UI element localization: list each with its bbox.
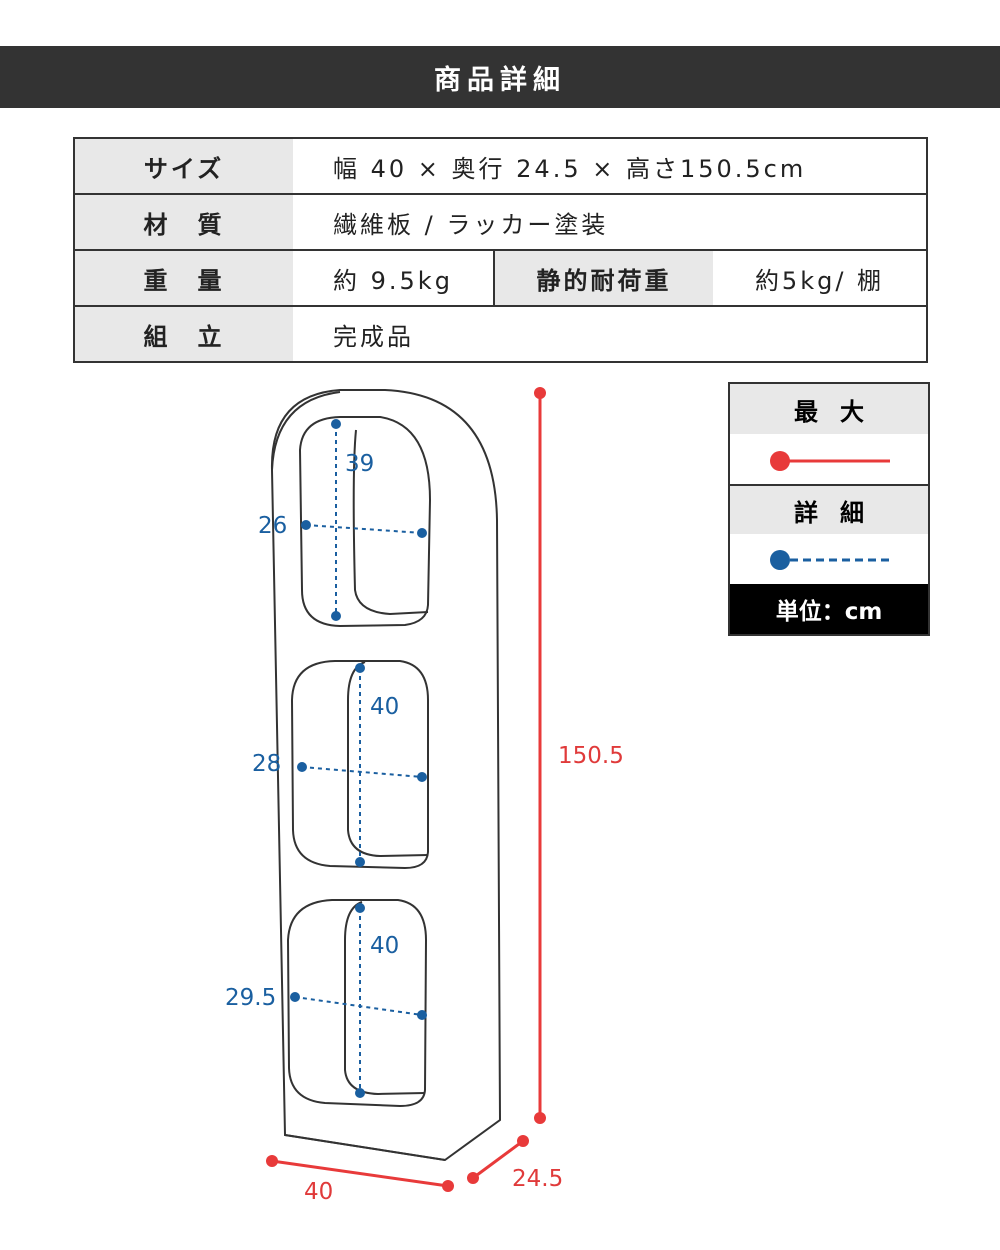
shelf3-width-label: 29.5 <box>225 985 276 1011</box>
detail-points <box>290 419 427 1098</box>
spec-label: 重 量 <box>74 250 293 307</box>
legend-max-label: 最大 <box>730 384 928 434</box>
spec-value: 繊維板 / ラッカー塗装 <box>293 194 927 251</box>
legend-detail-line <box>730 534 928 584</box>
overall-depth-label: 24.5 <box>512 1166 563 1192</box>
spec-row-material: 材 質 繊維板 / ラッカー塗装 <box>74 194 927 251</box>
shelf-outline <box>270 389 502 1162</box>
spec-table: サイズ 幅 40 × 奥行 24.5 × 高さ150.5cm 材 質 繊維板 /… <box>73 137 928 363</box>
max-points <box>266 387 546 1192</box>
spec-label: サイズ <box>74 138 293 195</box>
spec-label: 組 立 <box>74 306 293 363</box>
max-lines <box>271 393 542 1188</box>
spec-row-weight: 重 量 約 9.5kg 静的耐荷重 約5kg/ 棚 <box>74 250 927 307</box>
shelf1-width-label: 26 <box>258 513 287 539</box>
shelf1-height-label: 39 <box>345 451 374 477</box>
shelf-diagram: 39 26 40 28 40 29.5 150.5 40 24.5 <box>225 387 624 1205</box>
legend-unit: 単位：cm <box>730 584 928 634</box>
legend-detail-label: 詳細 <box>730 484 928 534</box>
spec-value: 完成品 <box>293 306 927 363</box>
spec-row-size: サイズ 幅 40 × 奥行 24.5 × 高さ150.5cm <box>74 138 927 195</box>
detail-lines <box>294 424 423 1093</box>
legend: 最大 詳細 単位：cm <box>728 382 930 636</box>
shelf3-height-label: 40 <box>370 933 399 959</box>
legend-max-line <box>730 434 928 484</box>
section-header: 商品詳細 <box>0 46 1000 108</box>
overall-height-label: 150.5 <box>558 743 624 769</box>
spec-value: 幅 40 × 奥行 24.5 × 高さ150.5cm <box>293 138 927 195</box>
spec-row-assembly: 組 立 完成品 <box>74 306 927 363</box>
shelf2-height-label: 40 <box>370 694 399 720</box>
shelf2-width-label: 28 <box>252 751 281 777</box>
spec-value: 約 9.5kg <box>293 250 494 307</box>
spec-label: 材 質 <box>74 194 293 251</box>
spec-value: 約5kg/ 棚 <box>713 250 927 307</box>
overall-width-label: 40 <box>304 1179 333 1205</box>
spec-label: 静的耐荷重 <box>493 250 713 307</box>
